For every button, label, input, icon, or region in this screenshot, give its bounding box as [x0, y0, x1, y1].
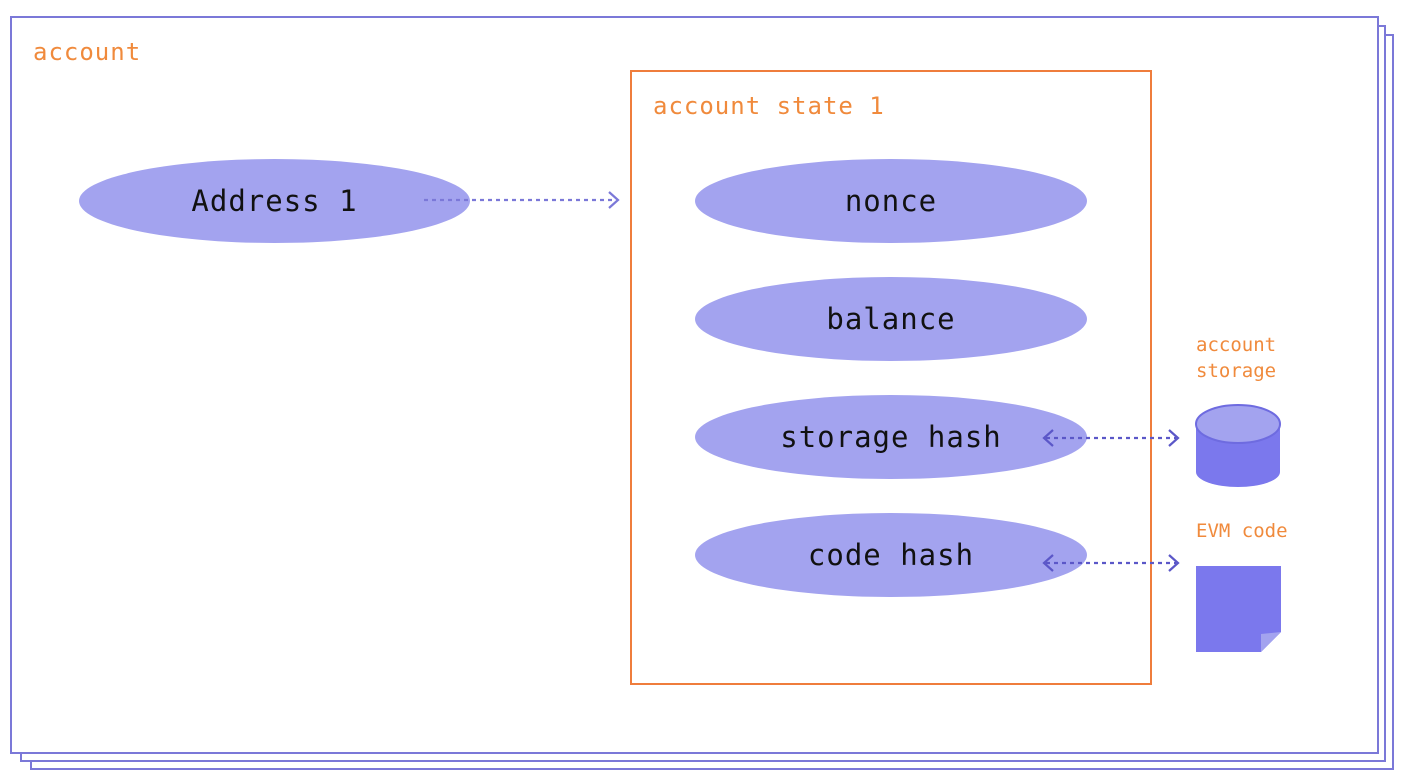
account-state-box [630, 70, 1152, 685]
database-icon [1195, 404, 1281, 487]
code-hash-ellipse: code hash [695, 513, 1087, 597]
address-to-state-arrow [424, 191, 620, 209]
account-state-label: account state 1 [653, 92, 885, 120]
address-label: Address 1 [191, 184, 358, 218]
nonce-label: nonce [844, 184, 938, 218]
code-hash-label: code hash [807, 538, 975, 572]
storage-hash-to-storage-arrow [1042, 429, 1180, 447]
nonce-ellipse: nonce [695, 159, 1087, 243]
evm-code-label: EVM code [1196, 520, 1288, 542]
code-hash-to-evm-code-arrow [1042, 554, 1180, 572]
address-ellipse: Address 1 [79, 159, 470, 243]
storage-hash-ellipse: storage hash [695, 395, 1087, 479]
account-storage-label: account storage [1196, 334, 1277, 382]
balance-ellipse: balance [695, 277, 1087, 361]
document-icon [1196, 566, 1281, 652]
account-label: account [33, 38, 142, 66]
balance-label: balance [826, 302, 956, 336]
storage-hash-label: storage hash [780, 420, 1002, 454]
